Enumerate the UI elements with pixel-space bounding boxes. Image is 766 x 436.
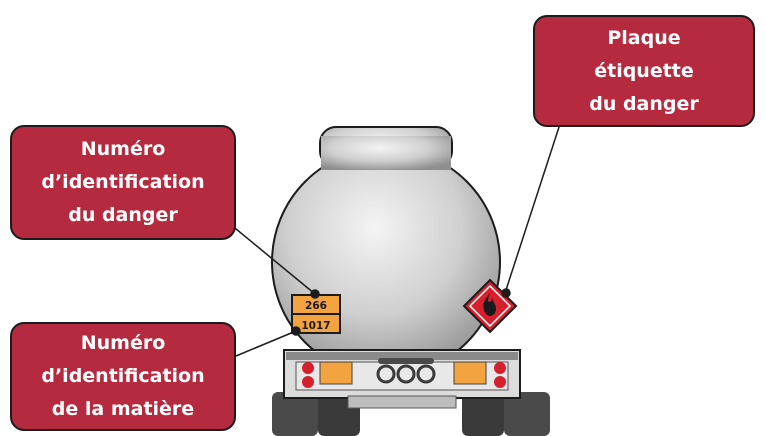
callout-substance-id-number: Numéro d’identification de la matière bbox=[10, 322, 236, 431]
callout-line: d’identification bbox=[12, 360, 234, 393]
callout-line: étiquette bbox=[535, 55, 753, 88]
callout-line: de la matière bbox=[12, 393, 234, 426]
hazard-id-number: 266 bbox=[305, 300, 327, 312]
substance-id-number: 1017 bbox=[301, 320, 330, 332]
tank bbox=[272, 127, 500, 376]
callout-line: du danger bbox=[12, 199, 234, 232]
orange-hazard-panel: 266 1017 bbox=[292, 295, 340, 333]
callout-line: Numéro bbox=[12, 133, 234, 166]
callout-line: Numéro bbox=[12, 327, 234, 360]
callout-hazard-id-number: Numéro d’identification du danger bbox=[10, 125, 236, 240]
callout-line: du danger bbox=[535, 88, 753, 121]
callout-line: Plaque bbox=[535, 22, 753, 55]
callout-line: d’identification bbox=[12, 166, 234, 199]
callout-hazard-plate: Plaque étiquette du danger bbox=[533, 15, 755, 127]
